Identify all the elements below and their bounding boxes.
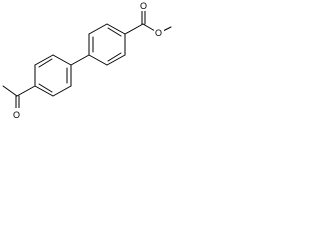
double-bond-inner bbox=[107, 52, 122, 62]
bond bbox=[106, 54, 126, 66]
bond bbox=[34, 54, 54, 66]
bond bbox=[142, 23, 156, 32]
double-bond-inner bbox=[107, 27, 122, 37]
bond bbox=[16, 85, 36, 97]
double-bond-inner bbox=[38, 83, 53, 93]
atom-label-oxygen: O bbox=[13, 110, 20, 120]
acetyl-group: O bbox=[2, 85, 36, 120]
bond bbox=[88, 54, 108, 66]
bond bbox=[162, 26, 172, 32]
atom-label-oxygen: O bbox=[140, 1, 147, 11]
biaryl-bond bbox=[70, 54, 90, 66]
bond bbox=[52, 85, 72, 97]
bond bbox=[34, 85, 54, 97]
bond bbox=[106, 23, 126, 35]
atom-label-oxygen: O bbox=[155, 28, 162, 38]
double-bond-inner bbox=[38, 58, 53, 68]
methyl-ester-group: O O bbox=[124, 0, 172, 38]
bond bbox=[124, 23, 144, 35]
chemical-structure-drawing: O O O bbox=[2, 0, 172, 120]
ring-right bbox=[88, 23, 126, 66]
bond bbox=[2, 85, 18, 97]
bond bbox=[52, 54, 72, 66]
ring-left bbox=[34, 54, 72, 97]
bond bbox=[88, 23, 108, 35]
